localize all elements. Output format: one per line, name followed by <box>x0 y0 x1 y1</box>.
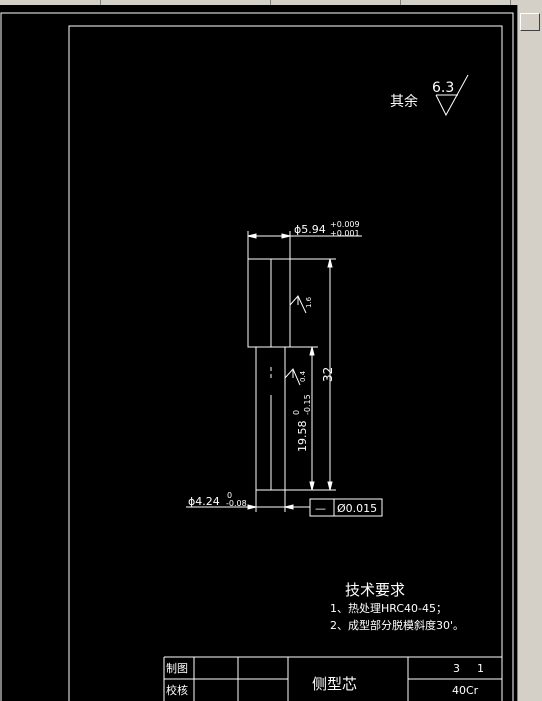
toolbar-segment <box>0 0 101 5</box>
tolerance-symbol: — <box>315 502 326 515</box>
tolerance-value: Ø0.015 <box>337 502 377 515</box>
dim-top-upper-tol: +0.009 <box>330 220 360 229</box>
inner-border <box>68 25 503 701</box>
title-block <box>163 656 502 701</box>
titleblock-material: 40Cr <box>452 684 479 697</box>
roughness-upper-value: 1.6 <box>305 296 313 308</box>
tech-requirements-title: 技术要求 <box>345 581 405 599</box>
app-toolbar-strip <box>0 0 542 5</box>
dim-bottom-upper-tol: 0 <box>227 491 232 500</box>
tech-requirement-2: 2、成型部分脱模斜度30'。 <box>330 618 464 632</box>
toolbar-segment <box>100 0 271 5</box>
titleblock-checked-label: 校核 <box>166 683 188 697</box>
tolerance-frame <box>309 498 383 517</box>
dim-top-lower-tol: +0.001 <box>330 229 360 238</box>
part-head-outline <box>247 258 291 348</box>
dim-top-diameter: ϕ5.94 <box>294 223 326 236</box>
dim-mid-length: 19.58 <box>296 421 309 453</box>
dim-bottom-diameter: ϕ4.24 <box>188 495 220 508</box>
titleblock-qty: 1 <box>477 662 484 675</box>
roughness-symbol <box>435 74 469 117</box>
tech-requirement-1: 1、热处理HRC40-45； <box>330 602 447 615</box>
toolbar-segment <box>400 0 511 5</box>
vertical-scrollbar[interactable] <box>517 5 542 701</box>
roughness-lower-value: 0.4 <box>299 370 307 382</box>
part-name: 侧型芯 <box>312 675 357 693</box>
titleblock-drawn-label: 制图 <box>166 662 188 675</box>
scroll-up-button[interactable] <box>520 13 540 31</box>
roughness-label: 其余 <box>390 93 418 110</box>
titleblock-scale: 3 <box>453 662 460 675</box>
dim-mid-upper-tol: 0 <box>292 410 301 415</box>
toolbar-segment <box>270 0 401 5</box>
roughness-value: 6.3 <box>432 80 454 96</box>
dim-mid-lower-tol: -0.15 <box>303 394 312 415</box>
dim-bottom-lower-tol: -0.08 <box>226 499 247 508</box>
outer-border <box>0 12 514 701</box>
dim-length: 32 <box>321 367 335 382</box>
